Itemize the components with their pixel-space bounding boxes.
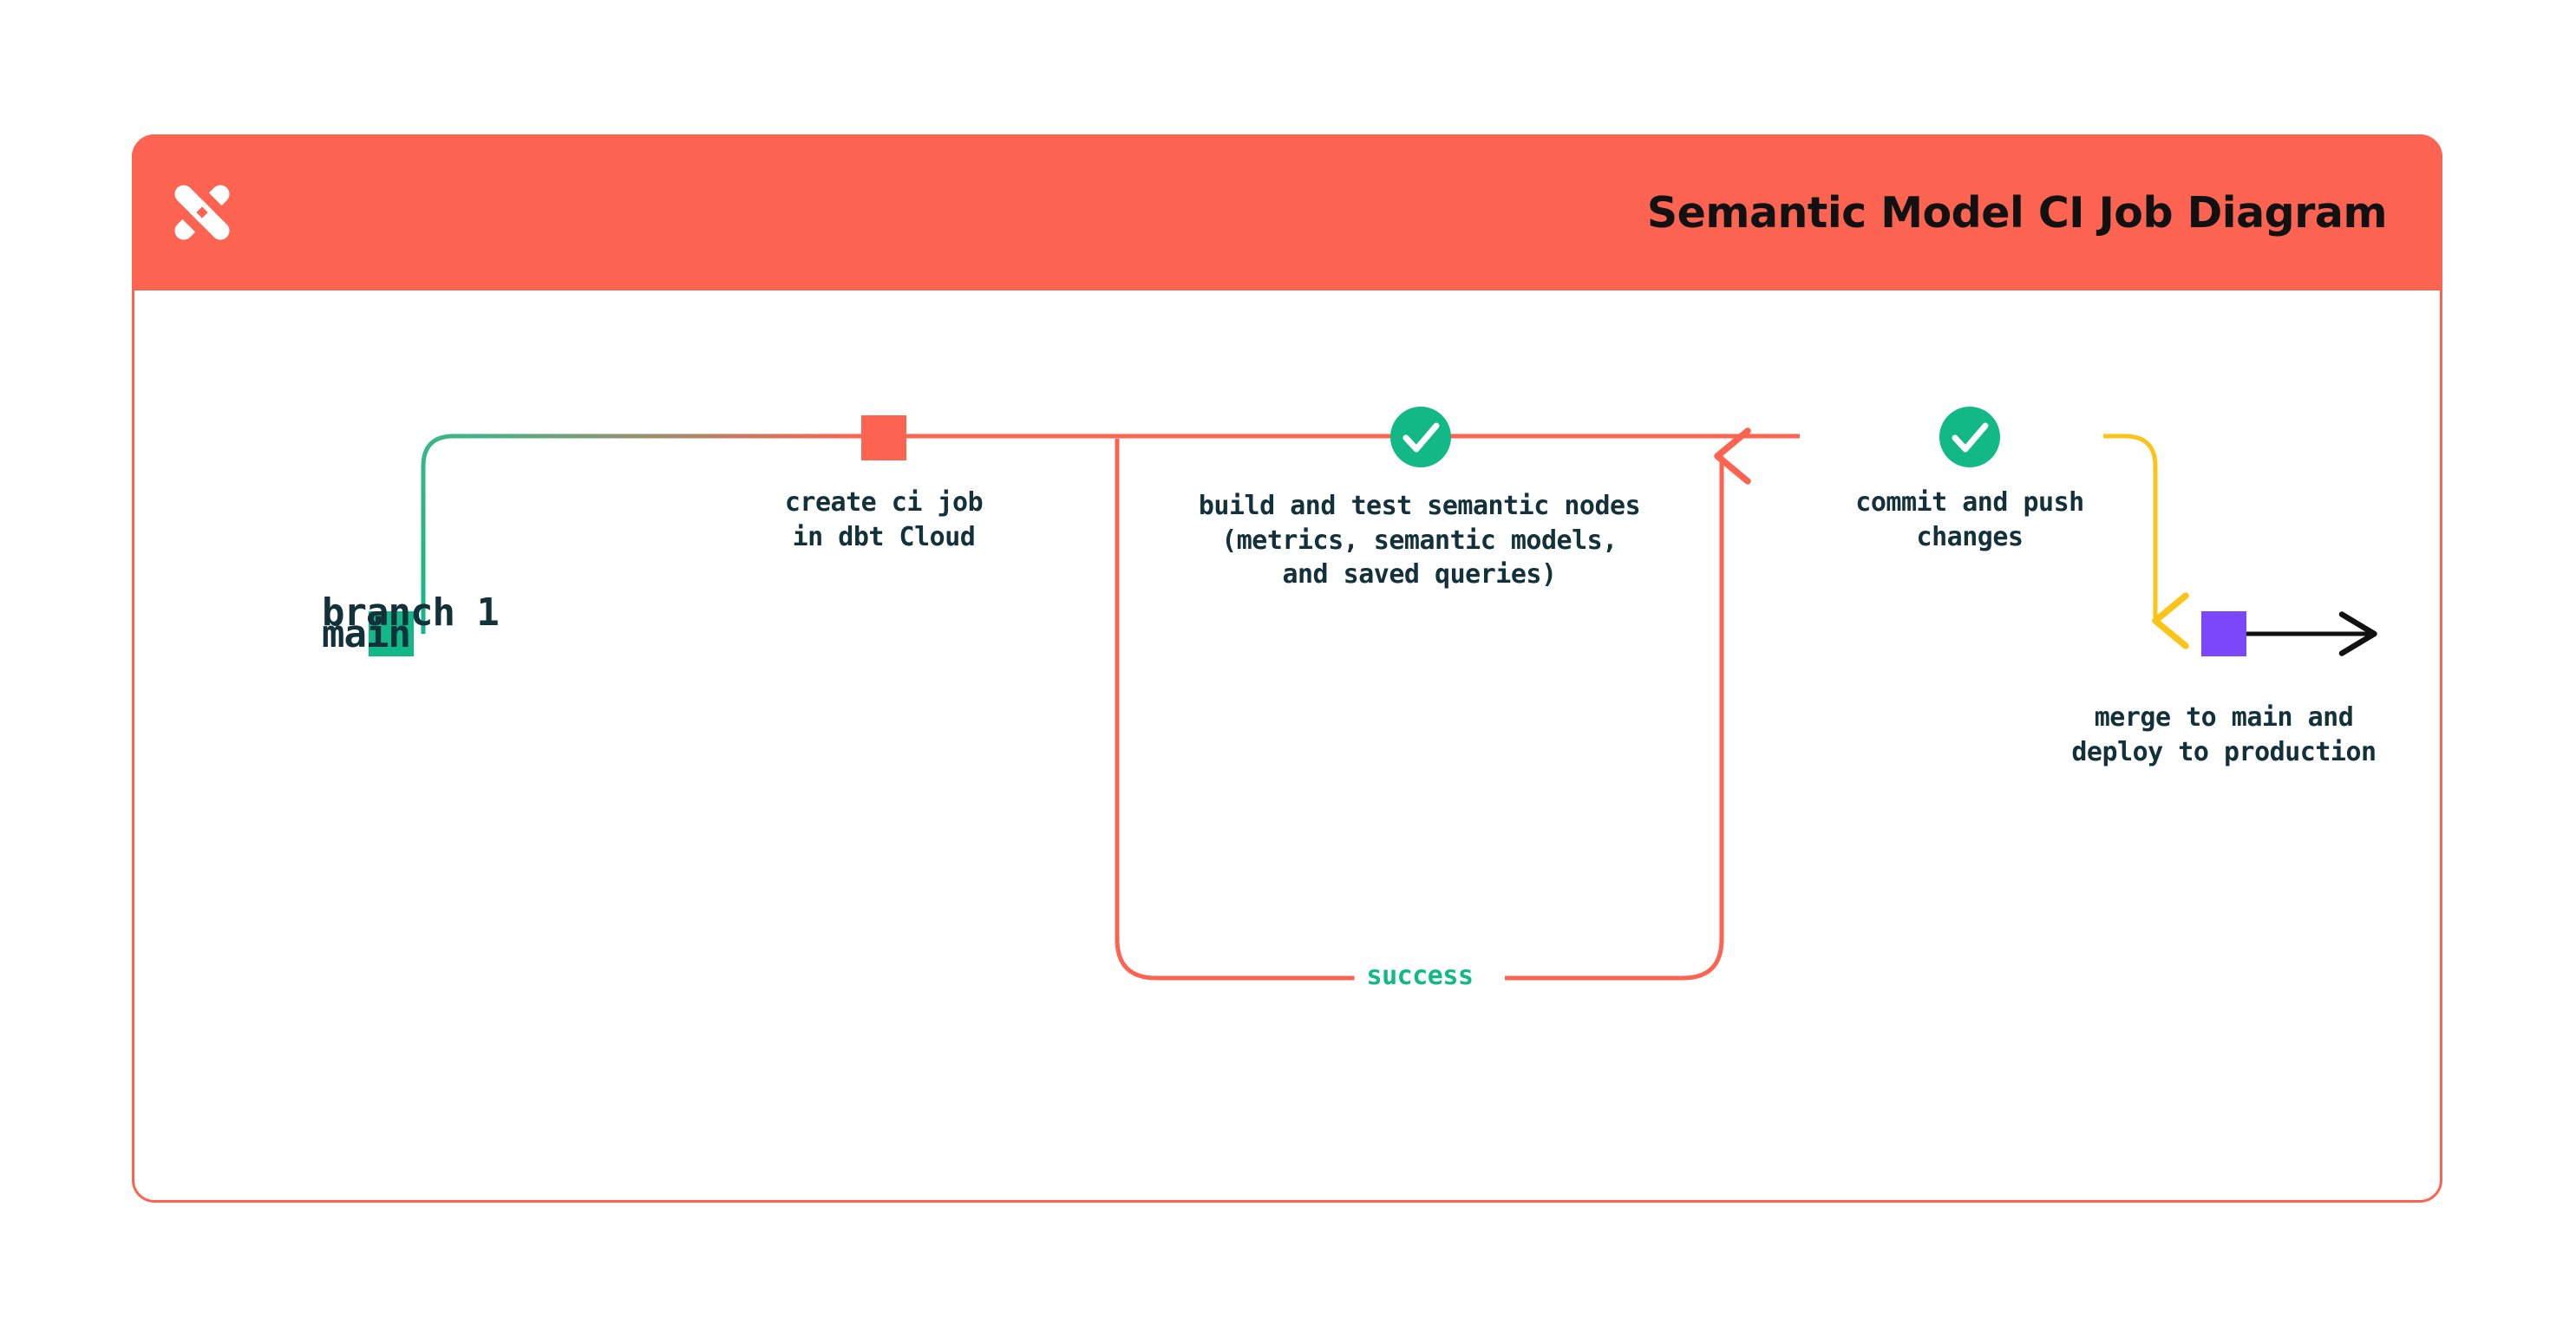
edge-label-success: success	[1354, 961, 1486, 991]
dbt-x-logo-icon	[174, 185, 230, 240]
node-commit-and-push	[1939, 407, 2000, 467]
edge-merge-down	[2103, 434, 2189, 649]
git-graph-svg	[369, 293, 2377, 981]
node-merge-to-main	[2201, 611, 2246, 656]
page-title: Semantic Model CI Job Diagram	[1646, 187, 2388, 238]
edge-success-loop	[1115, 439, 1722, 981]
edge-branch-off	[421, 434, 846, 634]
diagram-card: Semantic Model CI Job Diagram	[132, 134, 2442, 1203]
node-main-start	[369, 611, 414, 656]
diagram-canvas: branch 1 main create ci job in dbt Cloud…	[134, 293, 2440, 1200]
node-create-ci-job	[861, 415, 906, 460]
card-header: Semantic Model CI Job Diagram	[132, 134, 2442, 290]
node-build-and-test	[1390, 407, 1451, 467]
